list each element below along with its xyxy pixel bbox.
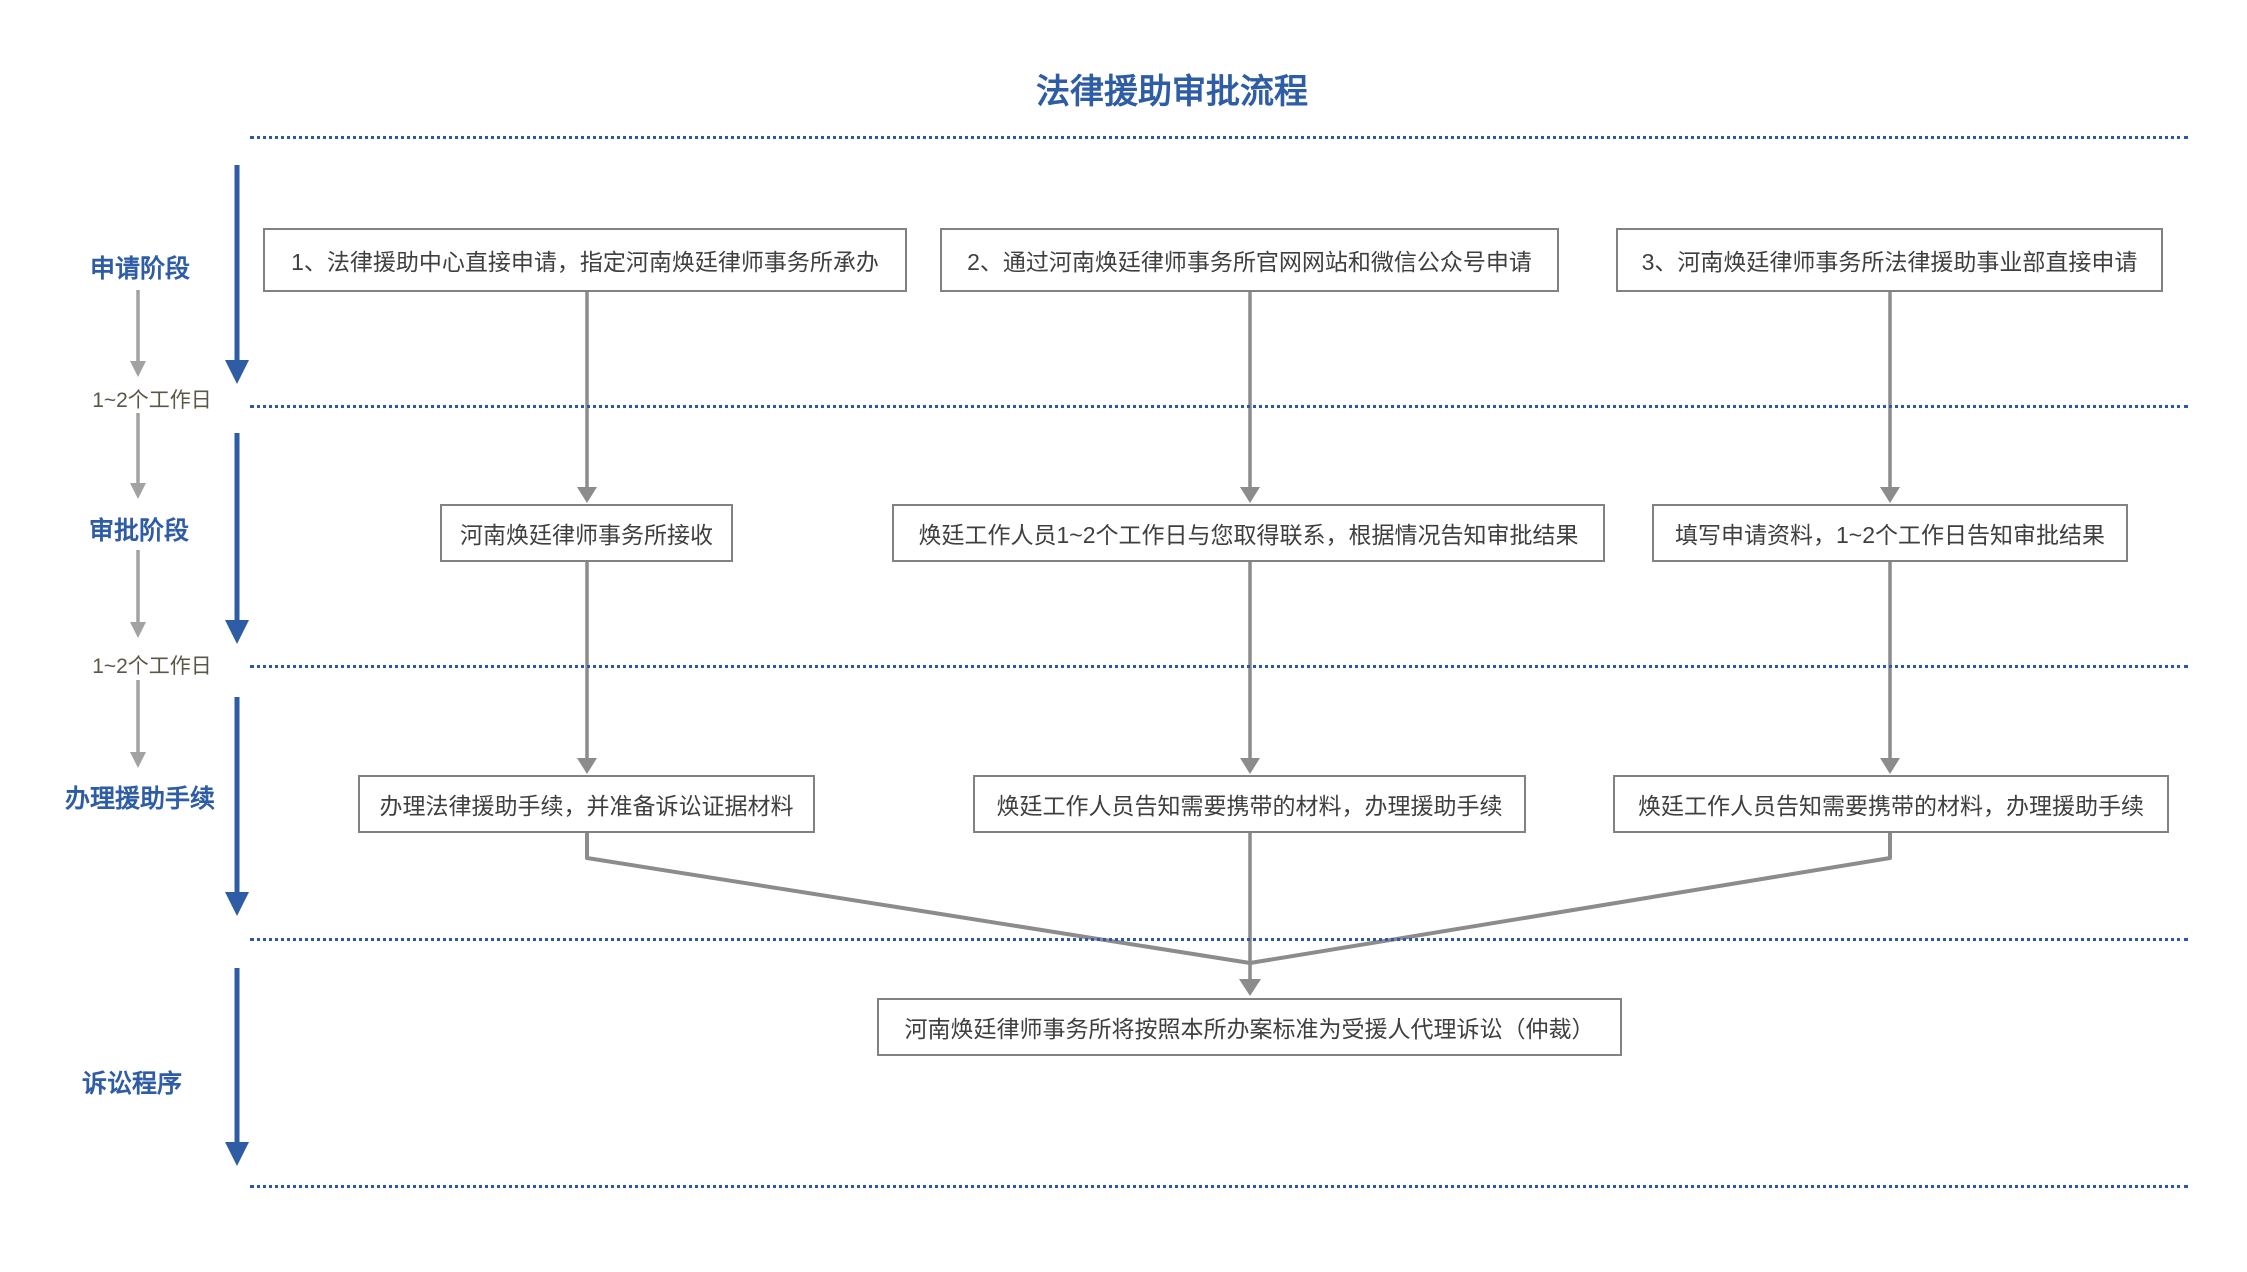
step-box-approval-3: 填写申请资料，1~2个工作日告知审批结果 (1652, 504, 2128, 562)
step-box-procedure-1: 办理法律援助手续，并准备诉讼证据材料 (358, 775, 815, 833)
step-box-procedure-2: 焕廷工作人员告知需要携带的材料，办理援助手续 (973, 775, 1526, 833)
stage-label-application: 申请阶段 (89, 255, 191, 283)
duration-label-2: 1~2个工作日 (92, 655, 212, 678)
step-box-procedure-3: 焕廷工作人员告知需要携带的材料，办理援助手续 (1613, 775, 2169, 833)
step-box-approval-2: 焕廷工作人员1~2个工作日与您取得联系，根据情况告知审批结果 (892, 504, 1605, 562)
sidebar-step-arrow-1 (130, 290, 146, 377)
stage-timeline-arrow-2 (225, 433, 249, 644)
stage-timeline-arrow-1 (225, 165, 249, 384)
duration-label-1: 1~2个工作日 (92, 389, 212, 412)
section-divider-4 (250, 938, 2188, 941)
step-box-application-2: 2、通过河南焕廷律师事务所官网网站和微信公众号申请 (940, 228, 1559, 292)
step-box-approval-1: 河南焕廷律师事务所接收 (440, 504, 733, 562)
connector-merge-left (585, 833, 1251, 965)
stage-timeline-arrow-4 (225, 968, 249, 1166)
stage-label-approval: 审批阶段 (88, 517, 190, 545)
section-divider-5 (250, 1185, 2188, 1188)
page-title: 法律援助审批流程 (1036, 73, 1308, 111)
step-box-final-litigation: 河南焕廷律师事务所将按照本所办案标准为受援人代理诉讼（仲裁） (877, 998, 1622, 1056)
step-box-application-3: 3、河南焕廷律师事务所法律援助事业部直接申请 (1616, 228, 2163, 292)
step-box-application-1: 1、法律援助中心直接申请，指定河南焕廷律师事务所承办 (263, 228, 907, 292)
sidebar-step-arrow-2 (130, 413, 146, 499)
stage-label-litigation: 诉讼程序 (81, 1070, 183, 1098)
connector-merge-right (1249, 833, 1892, 965)
connector-arrow-col3-row1 (1880, 292, 1900, 503)
sidebar-step-arrow-4 (130, 680, 146, 768)
stage-timeline-arrow-3 (225, 697, 249, 916)
connector-arrow-col2-row1 (1240, 292, 1260, 503)
connector-arrow-col1-row1 (577, 292, 597, 503)
connector-arrow-col2-row2 (1240, 561, 1260, 774)
section-divider-3 (250, 665, 2188, 668)
sidebar-step-arrow-3 (130, 550, 146, 638)
connector-arrow-center-final (1239, 833, 1261, 996)
section-divider-2 (250, 405, 2188, 408)
stage-label-procedure: 办理援助手续 (64, 785, 216, 813)
section-divider-1 (250, 136, 2188, 139)
connector-arrow-col3-row2 (1880, 561, 1900, 774)
connector-arrow-col1-row2 (577, 561, 597, 774)
